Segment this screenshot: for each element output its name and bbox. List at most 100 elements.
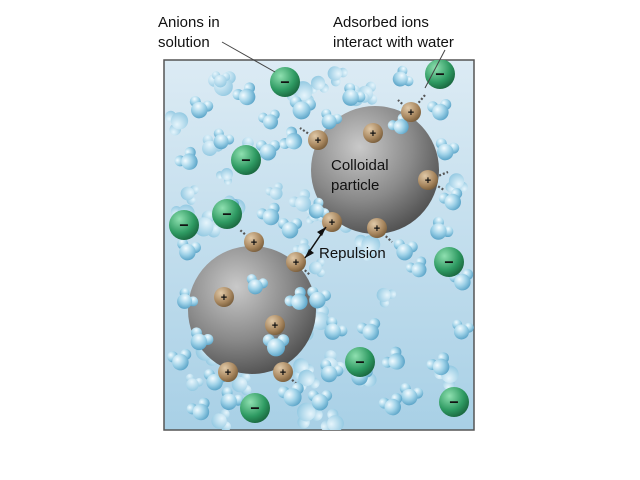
water-molecule xyxy=(277,382,304,407)
cation-icon: + xyxy=(308,130,328,150)
label-adsorbed-line1: Adsorbed ions xyxy=(333,14,429,31)
svg-text:+: + xyxy=(425,175,431,187)
water-molecule-background xyxy=(327,66,348,87)
anion-icon: − xyxy=(231,145,261,175)
svg-text:+: + xyxy=(225,367,231,379)
water-molecule xyxy=(220,387,244,411)
water-molecule xyxy=(186,397,210,421)
adsorbed-leader-line xyxy=(424,49,446,89)
water-molecule xyxy=(190,327,214,351)
water-molecule xyxy=(356,318,381,341)
water-molecule xyxy=(452,319,474,340)
svg-text:+: + xyxy=(272,320,278,332)
anion-icon: − xyxy=(345,347,375,377)
water-molecule xyxy=(426,352,450,376)
anion-icon: − xyxy=(439,387,469,417)
water-molecule xyxy=(387,113,409,135)
water-molecule xyxy=(435,138,460,161)
water-molecule-background xyxy=(354,234,381,261)
water-molecule xyxy=(399,383,424,406)
water-molecule xyxy=(289,96,316,120)
water-molecule xyxy=(438,188,463,211)
label-adsorbed-line2: interact with water xyxy=(333,34,454,51)
anion-icon: − xyxy=(425,60,455,89)
anions-leader-line xyxy=(221,41,276,73)
water-molecule-background xyxy=(185,373,204,392)
water-molecule xyxy=(393,239,418,261)
label-colloid-line1: Colloidal xyxy=(331,157,389,174)
water-molecule-background xyxy=(231,372,252,396)
svg-text:+: + xyxy=(329,217,335,229)
water-molecule-background xyxy=(164,110,189,136)
water-molecule-background xyxy=(308,258,326,278)
hydration-bond xyxy=(427,170,449,182)
cation-icon: + xyxy=(363,123,383,143)
water-molecule xyxy=(381,346,405,370)
svg-text:+: + xyxy=(280,367,286,379)
svg-text:−: − xyxy=(355,355,364,372)
anion-icon: − xyxy=(212,199,242,229)
cation-icon: + xyxy=(265,315,285,335)
water-molecule xyxy=(189,96,214,119)
water-molecule xyxy=(320,359,344,383)
water-molecule xyxy=(342,82,366,106)
water-molecule xyxy=(378,393,403,416)
svg-text:+: + xyxy=(370,128,376,140)
water-molecule xyxy=(277,218,303,239)
water-molecules xyxy=(167,65,474,421)
water-molecule xyxy=(405,256,427,278)
repulsion-arrow xyxy=(304,226,327,259)
water-molecule xyxy=(262,334,290,357)
solution-box xyxy=(163,59,475,431)
water-molecule-background xyxy=(180,185,199,205)
water-molecule xyxy=(255,140,281,161)
water-molecule xyxy=(449,269,474,291)
cation-icon: + xyxy=(401,102,421,122)
svg-text:−: − xyxy=(222,207,231,224)
water-molecule xyxy=(321,108,343,130)
ions: + + + + + + + + + + + + − − − − − − − − − xyxy=(169,60,469,423)
cation-icon: + xyxy=(214,287,234,307)
svg-text:−: − xyxy=(250,401,259,418)
svg-text:+: + xyxy=(408,107,414,119)
label-repulsion: Repulsion xyxy=(319,245,386,262)
water-molecule xyxy=(177,287,199,309)
anion-icon: − xyxy=(169,210,199,240)
water-molecule-background xyxy=(194,210,221,238)
svg-text:+: + xyxy=(251,237,257,249)
water-molecule-background xyxy=(215,168,233,186)
cation-icon: + xyxy=(273,362,293,382)
colloidal-particle-upper xyxy=(311,106,439,234)
water-molecule-background xyxy=(376,287,397,308)
label-anions-line1: Anions in xyxy=(158,14,220,31)
water-molecule xyxy=(256,202,280,226)
water-molecule xyxy=(174,146,198,170)
water-molecule xyxy=(427,99,452,121)
water-molecule xyxy=(279,126,303,150)
water-molecule-background xyxy=(296,402,323,429)
svg-text:+: + xyxy=(221,292,227,304)
label-anions-line2: solution xyxy=(158,34,210,51)
water-molecule xyxy=(258,109,280,130)
cation-icon: + xyxy=(367,218,387,238)
water-molecule xyxy=(232,82,256,106)
anion-icon: − xyxy=(434,247,464,277)
cation-icon: + xyxy=(218,362,238,382)
svg-text:−: − xyxy=(444,255,453,272)
water-molecule xyxy=(430,216,454,240)
svg-text:+: + xyxy=(293,257,299,269)
water-molecule xyxy=(284,286,308,310)
anion-icon: − xyxy=(270,67,300,97)
water-molecule-background xyxy=(320,408,344,430)
hydration-bond xyxy=(376,227,393,243)
water-molecule-background xyxy=(211,71,231,88)
label-colloid-line2: particle xyxy=(331,177,379,194)
svg-text:−: − xyxy=(449,395,458,412)
water-molecule xyxy=(246,274,269,295)
water-molecule xyxy=(392,65,414,87)
water-molecule-background xyxy=(211,409,231,430)
water-molecule xyxy=(324,316,348,340)
water-molecule-background xyxy=(265,182,283,200)
water-molecule xyxy=(307,286,332,309)
